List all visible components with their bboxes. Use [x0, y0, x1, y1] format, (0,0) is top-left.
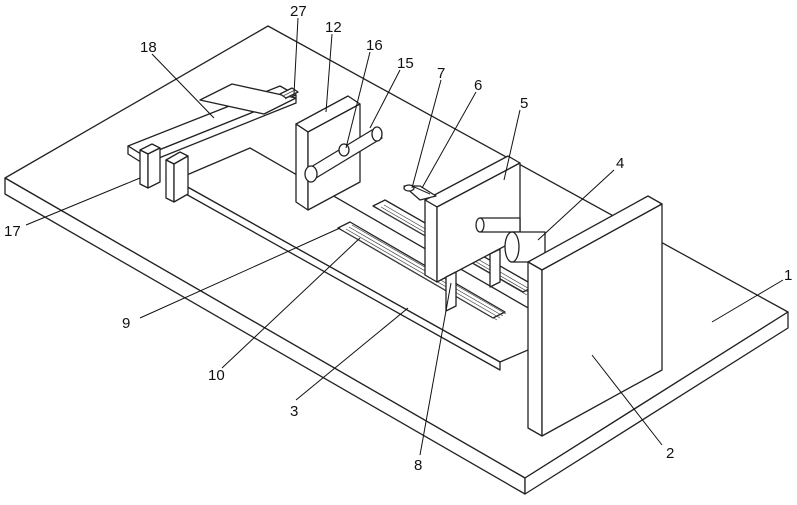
- label-4: 4: [616, 155, 624, 172]
- leader-lines: [25, 17, 784, 456]
- vertical-plate: [527, 195, 663, 437]
- label-15: 15: [397, 55, 414, 72]
- label-6: 6: [474, 77, 482, 94]
- label-9: 9: [122, 315, 130, 332]
- clamp-blocks: [139, 143, 189, 203]
- label-12: 12: [325, 19, 342, 36]
- label-2: 2: [666, 445, 674, 462]
- label-3: 3: [290, 403, 298, 420]
- end-bracket: [279, 87, 299, 100]
- reference-numerals: 1 2 3 4 5 6 7 8 9 10 12 15 16 17 18 27: [4, 3, 792, 474]
- label-17: 17: [4, 223, 21, 240]
- label-10: 10: [208, 367, 225, 384]
- label-8: 8: [414, 457, 422, 474]
- sliding-block: [403, 155, 521, 312]
- tube-holder-block: [295, 95, 383, 211]
- label-5: 5: [520, 95, 528, 112]
- label-18: 18: [140, 39, 157, 56]
- label-27: 27: [290, 3, 307, 20]
- long-beam: [127, 83, 297, 165]
- front-slot: [337, 221, 507, 321]
- label-16: 16: [366, 37, 383, 54]
- label-7: 7: [437, 65, 445, 82]
- label-1: 1: [784, 267, 792, 284]
